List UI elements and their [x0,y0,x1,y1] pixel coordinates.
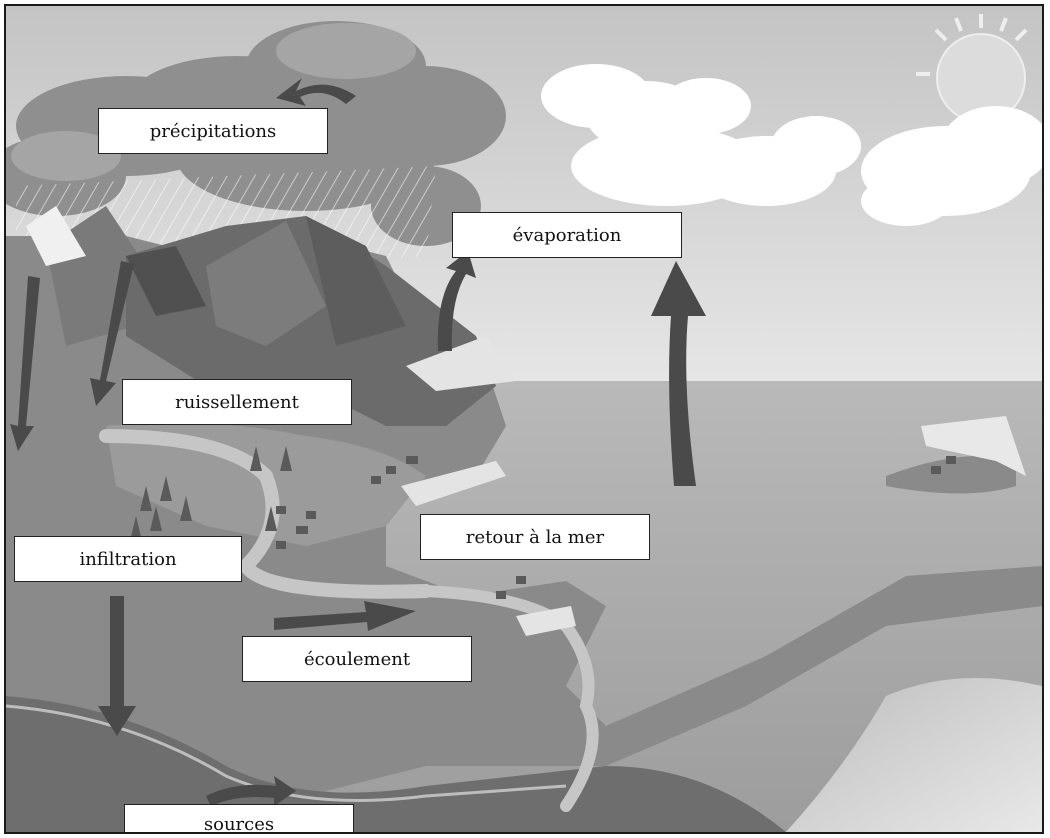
water-cycle-illustration [6,6,1042,832]
arrow-icon [10,78,706,806]
label-ruissellement: ruissellement [122,379,352,425]
cliff-icon [921,416,1026,476]
water-cycle-diagram: précipitations évaporation ruissellement… [4,4,1044,834]
label-retour-a-la-mer: retour à la mer [420,514,650,560]
label-sources: sources [124,804,354,832]
mountain-icon [26,206,496,426]
label-infiltration: infiltration [14,536,242,582]
label-ecoulement: écoulement [242,636,472,682]
label-evaporation: évaporation [452,212,682,258]
label-precipitations: précipitations [98,108,328,154]
tree-icon [130,446,956,599]
cloud-icon [541,64,1042,226]
sun-icon [916,14,1028,123]
